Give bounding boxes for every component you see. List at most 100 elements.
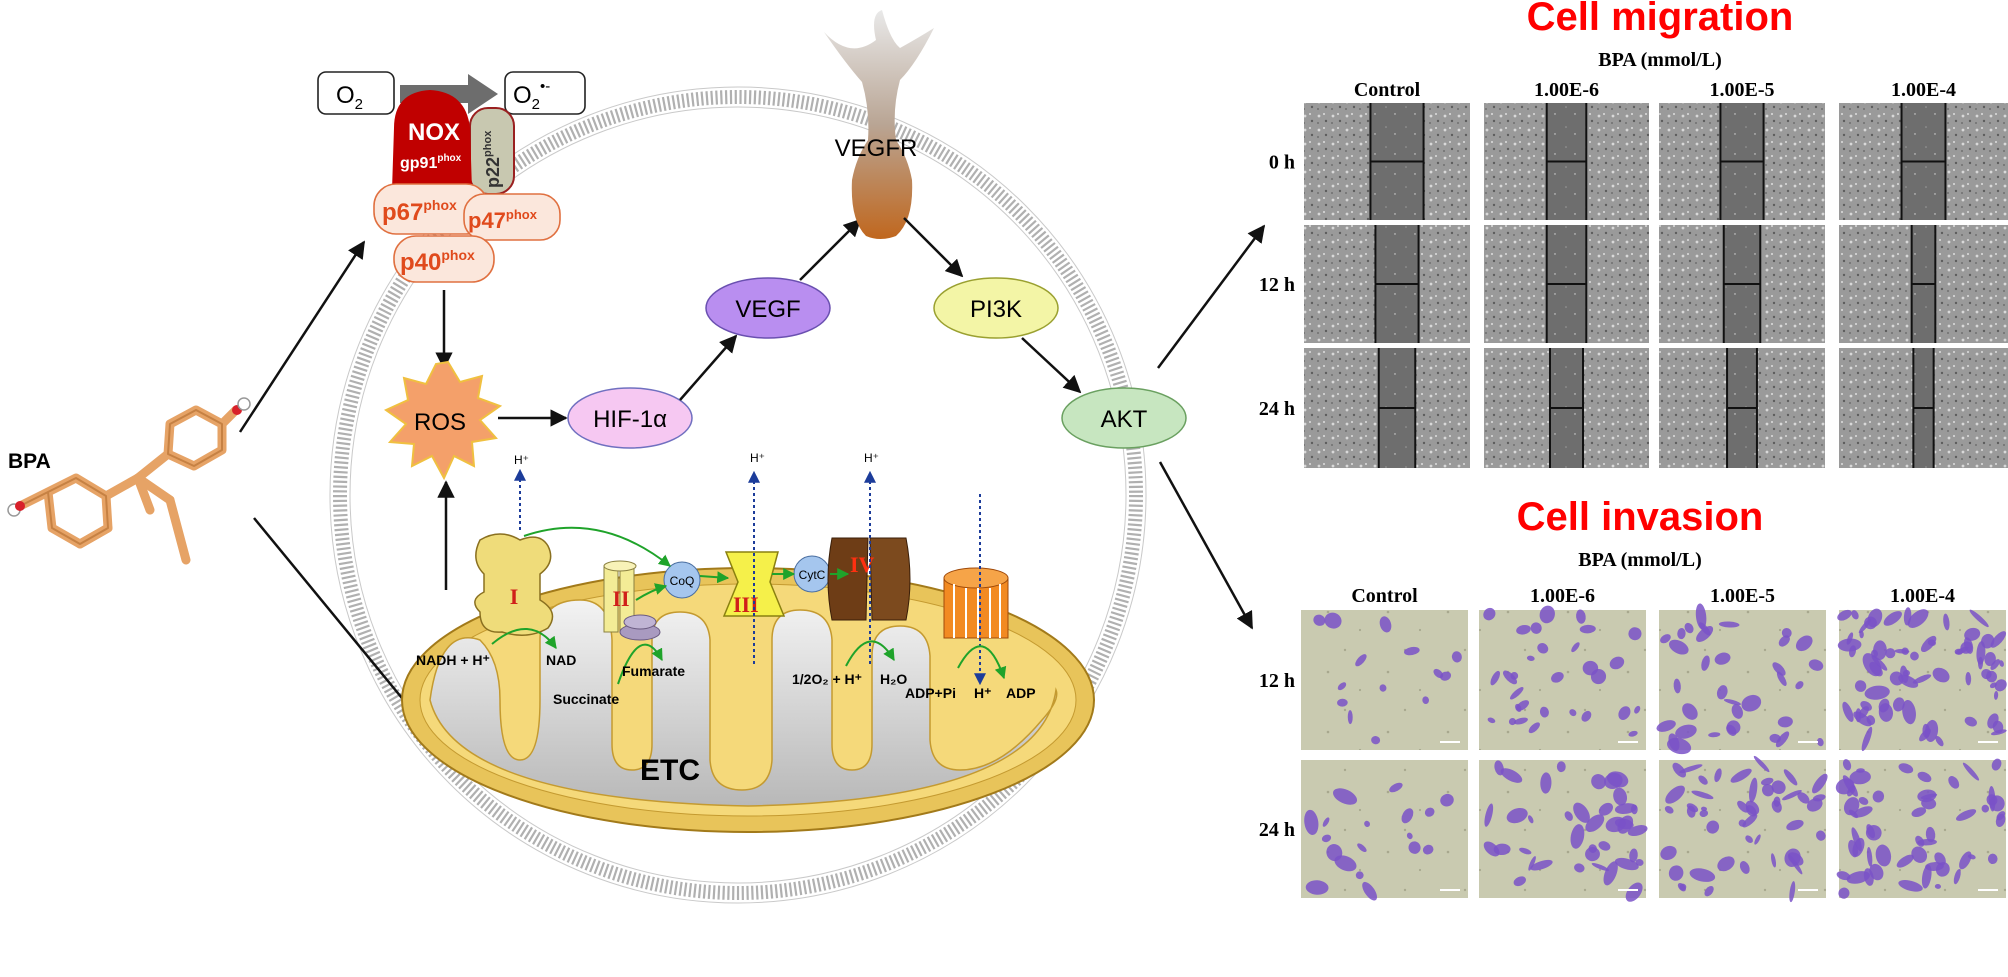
nadh-oxidation-arrow — [491, 628, 557, 649]
migration-image-grid — [1304, 103, 2008, 468]
vegfr-receptor — [824, 10, 934, 239]
succinate-fumarate-arrow — [617, 643, 663, 685]
ros-label: ROS — [414, 409, 466, 436]
hplus-label-3: H⁺ — [864, 451, 879, 465]
electron-flow-ii-coq — [635, 583, 668, 601]
migration-image-r2-c3 — [1839, 348, 2008, 468]
invasion-image-r1-c3 — [1835, 758, 2006, 899]
atp-synthase — [943, 567, 1009, 639]
bpa-molecule — [7, 397, 251, 565]
complex-i — [474, 533, 554, 636]
invasion-image-r1-c2 — [1659, 755, 1828, 903]
coq-circle — [663, 561, 701, 599]
hif-label: HIF-1α — [593, 406, 667, 433]
mitochondrion — [401, 567, 1095, 833]
gp91-label: gp91phox — [400, 153, 462, 172]
migration-image-r1-c2 — [1659, 225, 1825, 343]
arrow-pi3k-to-akt — [1021, 337, 1082, 394]
invasion-image-r0-c1 — [1479, 605, 1646, 750]
nad-label: NAD — [546, 652, 576, 668]
arrow-o2-to-superoxide — [400, 74, 498, 114]
invasion-image-grid — [1301, 603, 2007, 903]
bpa-label: BPA — [8, 450, 51, 473]
complex-ii-label: II — [612, 586, 629, 611]
migration-image-r1-c3 — [1839, 225, 2008, 343]
electron-flow-i-coq — [523, 526, 671, 567]
h-atp-label: H⁺ — [974, 685, 992, 701]
migration-subtitle: BPA (mmol/L) — [1598, 49, 1722, 71]
p47-label: p47phox — [468, 207, 538, 233]
invasion-col-1: 1.00E-6 — [1530, 585, 1595, 607]
coq-label: CoQ — [670, 574, 695, 588]
o2-box: O2 — [317, 71, 395, 115]
akt-node — [1061, 387, 1187, 449]
nox-complex: p22phox NOX gp91phox p67phox p47phox p40… — [373, 90, 561, 283]
invasion-image-r1-c0 — [1301, 760, 1468, 901]
hplus-label-2: H⁺ — [750, 451, 765, 465]
migration-image-r0-c0 — [1304, 103, 1470, 220]
invasion-image-r0-c2 — [1656, 603, 1826, 755]
migration-image-r2-c1 — [1484, 348, 1649, 468]
p40-label: p40phox — [400, 247, 475, 276]
fumarate-label: Fumarate — [622, 663, 685, 679]
hif-node — [567, 387, 693, 449]
arrow-hif-to-vegf — [679, 334, 738, 401]
migration-col-0: Control — [1354, 79, 1421, 101]
migration-image-r0-c1 — [1484, 103, 1649, 220]
adp-pi-label: ADP+Pi — [905, 685, 956, 701]
migration-image-r2-c2 — [1659, 348, 1825, 468]
migration-image-r1-c0 — [1304, 225, 1470, 343]
invasion-row-1: 24 h — [1259, 819, 1295, 841]
svg-text:O2•-: O2•- — [513, 78, 550, 113]
half-o2-label: 1/2O₂ + H⁺ — [792, 671, 862, 687]
arrow-bpa-to-mitochondria — [253, 517, 422, 722]
migration-col-2: 1.00E-5 — [1710, 79, 1775, 101]
arrow-bpa-to-nox — [238, 240, 366, 433]
invasion-row-0: 12 h — [1259, 670, 1295, 692]
invasion-col-2: 1.00E-5 — [1710, 585, 1775, 607]
akt-label: AKT — [1101, 406, 1148, 433]
p22-label: p22phox — [482, 130, 503, 188]
invasion-image-r1-c1 — [1479, 760, 1648, 902]
complex-i-label: I — [510, 584, 519, 609]
invasion-column-headers: Control 1.00E-6 1.00E-5 1.00E-4 — [1351, 585, 1955, 607]
h2o-label: H₂O — [880, 671, 907, 687]
invasion-col-3: 1.00E-4 — [1890, 585, 1955, 607]
migration-row-1: 12 h — [1259, 274, 1295, 296]
nox-label: NOX — [408, 119, 460, 146]
migration-row-2: 24 h — [1259, 398, 1295, 420]
migration-title: Cell migration — [1527, 0, 1794, 39]
svg-text:O2: O2 — [336, 82, 363, 113]
migration-col-3: 1.00E-4 — [1891, 79, 1956, 101]
migration-image-r0-c2 — [1659, 103, 1825, 220]
migration-row-labels: 0 h 12 h 24 h — [1259, 152, 1295, 421]
arrow-vegf-to-vegfr — [799, 218, 862, 281]
migration-image-r1-c1 — [1484, 225, 1649, 343]
invasion-col-0: Control — [1351, 585, 1418, 607]
migration-row-0: 0 h — [1269, 152, 1295, 174]
invasion-subtitle: BPA (mmol/L) — [1578, 549, 1702, 571]
atp-synthesis-arrow — [957, 645, 1007, 680]
pi3k-node — [933, 277, 1059, 339]
adp-label: ADP — [1006, 685, 1036, 701]
vegf-label: VEGF — [735, 296, 800, 323]
hplus-label-1: H⁺ — [514, 453, 529, 467]
vegf-node — [705, 277, 831, 339]
oxygen-reduction-arrow — [845, 640, 895, 667]
invasion-image-r0-c3 — [1837, 607, 2007, 752]
superoxide-box: O2•- — [504, 71, 586, 115]
arrow-akt-to-invasion — [1158, 461, 1254, 630]
arrow-vegfr-to-pi3k — [903, 217, 964, 278]
invasion-title: Cell invasion — [1517, 495, 1764, 539]
migration-image-r2-c0 — [1304, 348, 1470, 468]
nadh-label: NADH + H⁺ — [416, 652, 490, 668]
invasion-row-labels: 12 h 24 h — [1259, 670, 1295, 841]
cytc-label: CytC — [799, 568, 826, 582]
ros-burst — [383, 360, 503, 481]
succinate-label: Succinate — [553, 691, 619, 707]
complex-ii — [603, 560, 661, 641]
pi3k-label: PI3K — [970, 296, 1022, 323]
electron-flow-coq-iii — [699, 571, 730, 584]
